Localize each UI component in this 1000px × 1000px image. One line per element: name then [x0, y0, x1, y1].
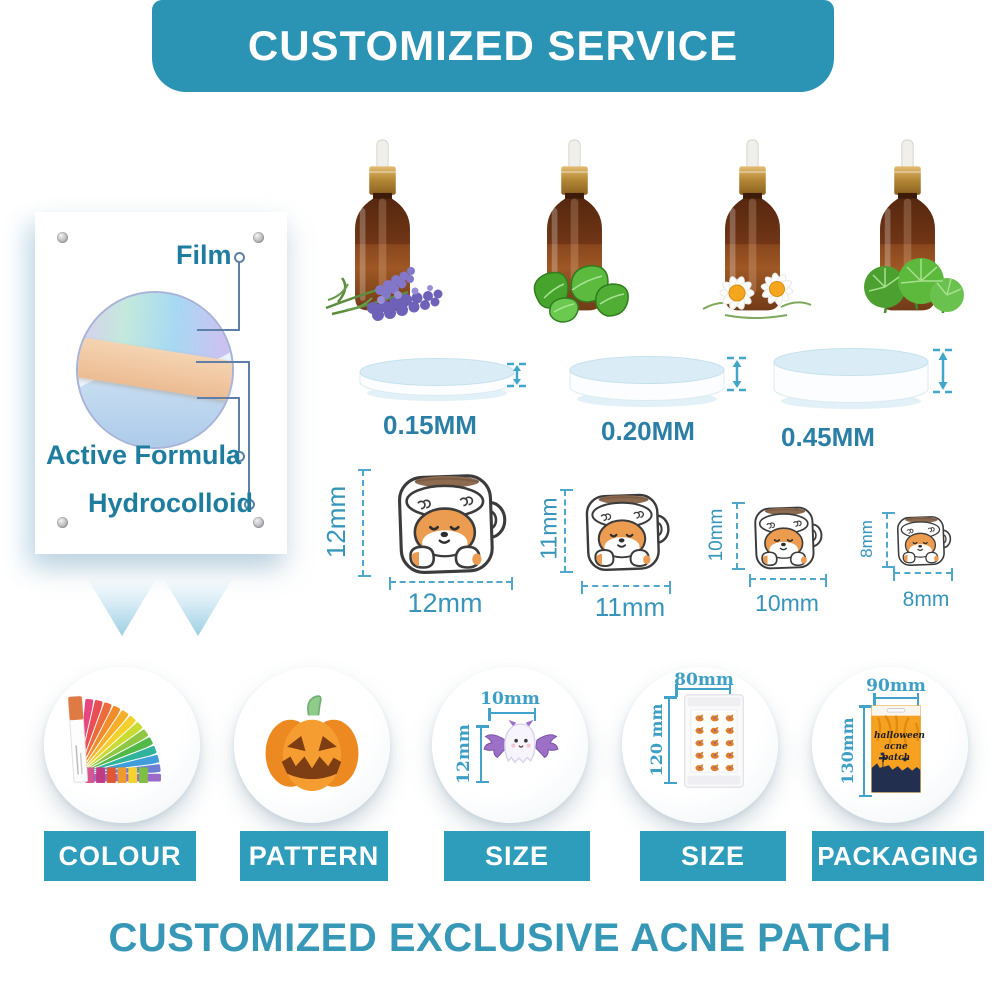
- chamomile-icon: [702, 272, 812, 319]
- hydrocolloid-connector-line: [196, 361, 250, 363]
- size-option-circle: 10mm 12mm: [432, 667, 588, 823]
- patch-sheet-icon: [684, 694, 744, 788]
- width-dimension-line: [749, 574, 827, 587]
- shiba-mug-patch-icon: [896, 515, 952, 567]
- height-bracket: [859, 705, 872, 797]
- footer-title: CUSTOMIZED EXCLUSIVE ACNE PATCH: [108, 916, 892, 960]
- film-connector-dot: [234, 252, 245, 263]
- active-formula-connector-dot: [234, 451, 245, 462]
- thickness-label: 0.20MM: [601, 416, 695, 446]
- pattern-label-bar: PATTERN: [240, 831, 388, 881]
- height-bracket: [476, 725, 489, 783]
- width-dimension-line: [893, 568, 953, 581]
- color-fan-icon: [67, 695, 162, 783]
- width-bracket: [873, 693, 919, 706]
- centella-icon: [864, 258, 964, 314]
- active-formula-connector-line: [197, 397, 240, 399]
- mint-icon: [533, 265, 629, 323]
- size-option-circle: 80mm 120 mm: [622, 667, 778, 823]
- height-dimension-line: [732, 502, 745, 570]
- thickness-arrow-icon: [507, 362, 531, 388]
- banner-title: CUSTOMIZED SERVICE: [247, 22, 739, 69]
- patch-layers-magnifier-icon: [76, 291, 234, 449]
- width-dimension-line: [389, 577, 513, 590]
- title-banner: CUSTOMIZED SERVICE: [152, 0, 834, 92]
- width-bracket: [488, 708, 536, 721]
- patch-height-label: 11mm: [535, 497, 562, 560]
- pumpkin-icon: [265, 695, 359, 792]
- size-label-bar: SIZE: [444, 831, 590, 881]
- thickness-label: 0.15MM: [383, 410, 477, 440]
- down-chevron-icon: [162, 576, 234, 636]
- size-label-bar: SIZE: [640, 831, 786, 881]
- shiba-mug-patch-icon: [397, 473, 507, 575]
- height-dimension-line: [882, 512, 895, 568]
- width-dimension-line: [581, 581, 671, 594]
- hydrocolloid-label: Hydrocolloid: [88, 488, 254, 518]
- patch-disc-icon: [569, 356, 725, 407]
- patch-height-label: 8mm: [857, 520, 876, 558]
- patch-width-label: 10mm: [755, 590, 819, 616]
- sheet-width-label: 80mm: [674, 670, 734, 690]
- packaging-option-circle: 90mm 130mm halloween acne patch: [812, 667, 968, 823]
- patch-disc-icon: [773, 348, 929, 409]
- width-bracket: [675, 684, 731, 697]
- thickness-arrow-icon: [933, 348, 957, 394]
- patch-width-label: 12mm: [407, 588, 483, 618]
- ghost-width-label: 10mm: [480, 689, 540, 709]
- ghost-height-label: 12mm: [454, 724, 474, 784]
- height-bracket: [664, 696, 677, 784]
- patch-disc-icon: [359, 358, 515, 401]
- ghost-patch-icon: [483, 719, 559, 764]
- down-chevron-icon: [86, 576, 158, 636]
- thickness-label: 0.45MM: [781, 422, 875, 452]
- active-formula-connector-line: [238, 398, 240, 454]
- film-connector-line: [238, 262, 240, 330]
- patch-width-label: 11mm: [594, 592, 666, 622]
- height-dimension-line: [358, 469, 371, 577]
- hydrocolloid-connector-line: [248, 362, 250, 502]
- package-height-label: 130mm: [837, 717, 857, 785]
- sheet-height-label: 120 mm: [646, 703, 666, 777]
- active-formula-label: Active Formula: [46, 440, 242, 470]
- lavender-icon: [325, 267, 443, 321]
- screw-icon: [253, 517, 264, 528]
- halloween-package-icon: [871, 705, 921, 793]
- screw-icon: [57, 232, 68, 243]
- packaging-label-bar: PACKAGING: [812, 831, 984, 881]
- hydrocolloid-connector-dot: [244, 499, 255, 510]
- height-dimension-line: [560, 489, 573, 573]
- shiba-mug-patch-icon: [585, 493, 670, 572]
- patch-width-label: 8mm: [902, 588, 950, 611]
- film-connector-line: [197, 329, 240, 331]
- screw-icon: [57, 517, 68, 528]
- film-label: Film: [176, 240, 232, 270]
- screw-icon: [253, 232, 264, 243]
- colour-label-bar: COLOUR: [44, 831, 196, 881]
- package-text: halloween acne patch: [874, 731, 925, 763]
- thickness-arrow-icon: [727, 356, 751, 392]
- patch-height-label: 10mm: [706, 508, 727, 562]
- shiba-mug-patch-icon: [753, 506, 823, 570]
- package-width-label: 90mm: [866, 676, 926, 696]
- patch-height-label: 12mm: [320, 485, 351, 559]
- pattern-option-circle: [234, 667, 390, 823]
- colour-option-circle: [44, 667, 200, 823]
